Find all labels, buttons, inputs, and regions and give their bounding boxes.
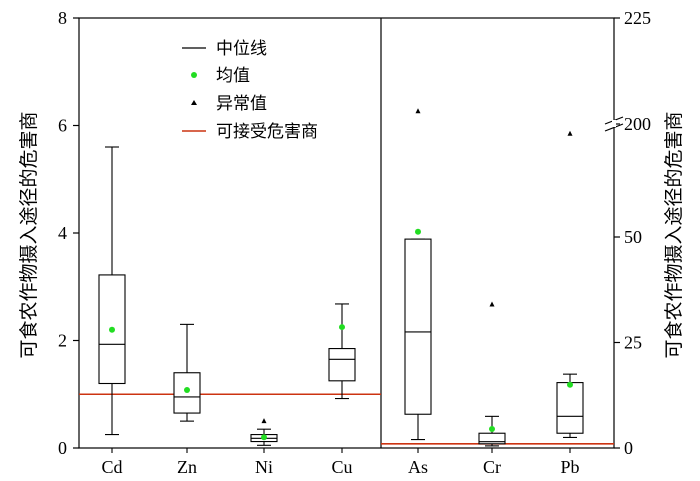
outlier-point [415,108,421,114]
plot-background [78,17,615,449]
right-tick-label: 0 [624,438,633,458]
box-iqr [328,348,356,382]
left-box-cd [98,146,126,436]
left-tick-label: 2 [58,331,67,351]
legend-mean-label: 均值 [216,66,250,86]
left-tick-label: 8 [58,8,67,28]
legend-outlier-swatch [191,100,197,105]
left-tick-label: 6 [58,116,67,136]
right-box-as [404,108,432,441]
right-tick-label: 25 [624,333,642,353]
left-y-axis: 0 2 4 6 8 [58,8,79,458]
left-y-axis-title: 可食农作物摄入途径的危害商 [18,111,40,358]
outlier-point [489,301,495,307]
legend-median-label: 中位线 [216,39,267,59]
x-tick-label-zn: Zn [177,457,197,477]
outlier-point [567,130,573,136]
legend-threshold-label: 可接受危害商 [216,122,318,142]
acceptable-hazard-lines [79,393,614,445]
x-tick-label-as: As [408,457,428,477]
x-tick-label-ni: Ni [255,457,273,477]
mean-point [261,434,267,441]
right-tick-label: 200 [624,114,651,134]
x-tick-label-pb: Pb [560,457,579,477]
box-iqr [556,382,584,434]
outlier-point [261,418,267,424]
right-y-axis-title: 可食农作物摄入途径的危害商 [663,111,685,358]
box-iqr [478,432,506,445]
plot-frame [78,17,615,449]
right-box-cr [478,301,506,447]
mean-point [415,228,421,235]
legend-outlier-label: 异常值 [216,94,267,114]
right-y-axis: 0 25 50 200 225 [614,8,651,458]
legend-mean-swatch [191,72,197,78]
mean-point [567,381,573,388]
right-tick-label: 225 [624,8,651,28]
x-tick-labels: Cd Zn Ni Cu As Cr Pb [101,448,580,477]
mean-point [184,386,190,393]
box-iqr [404,238,432,415]
left-tick-label: 4 [58,223,67,243]
right-box-pb [556,130,584,439]
mean-point [339,324,345,331]
x-tick-label-cu: Cu [331,457,352,477]
right-tick-label: 50 [624,227,642,247]
axis-break-mark [604,116,624,132]
legend: 中位线 均值 异常值 可接受危害商 [182,39,318,142]
left-box-cu [328,303,356,400]
box-series [98,108,584,447]
x-tick-label-cd: Cd [101,457,122,477]
left-box-zn [173,323,201,422]
left-tick-label: 0 [58,438,67,458]
mean-point [489,426,495,433]
left-box-ni [250,418,278,446]
x-tick-label-cr: Cr [483,457,501,477]
mean-point [109,326,115,333]
